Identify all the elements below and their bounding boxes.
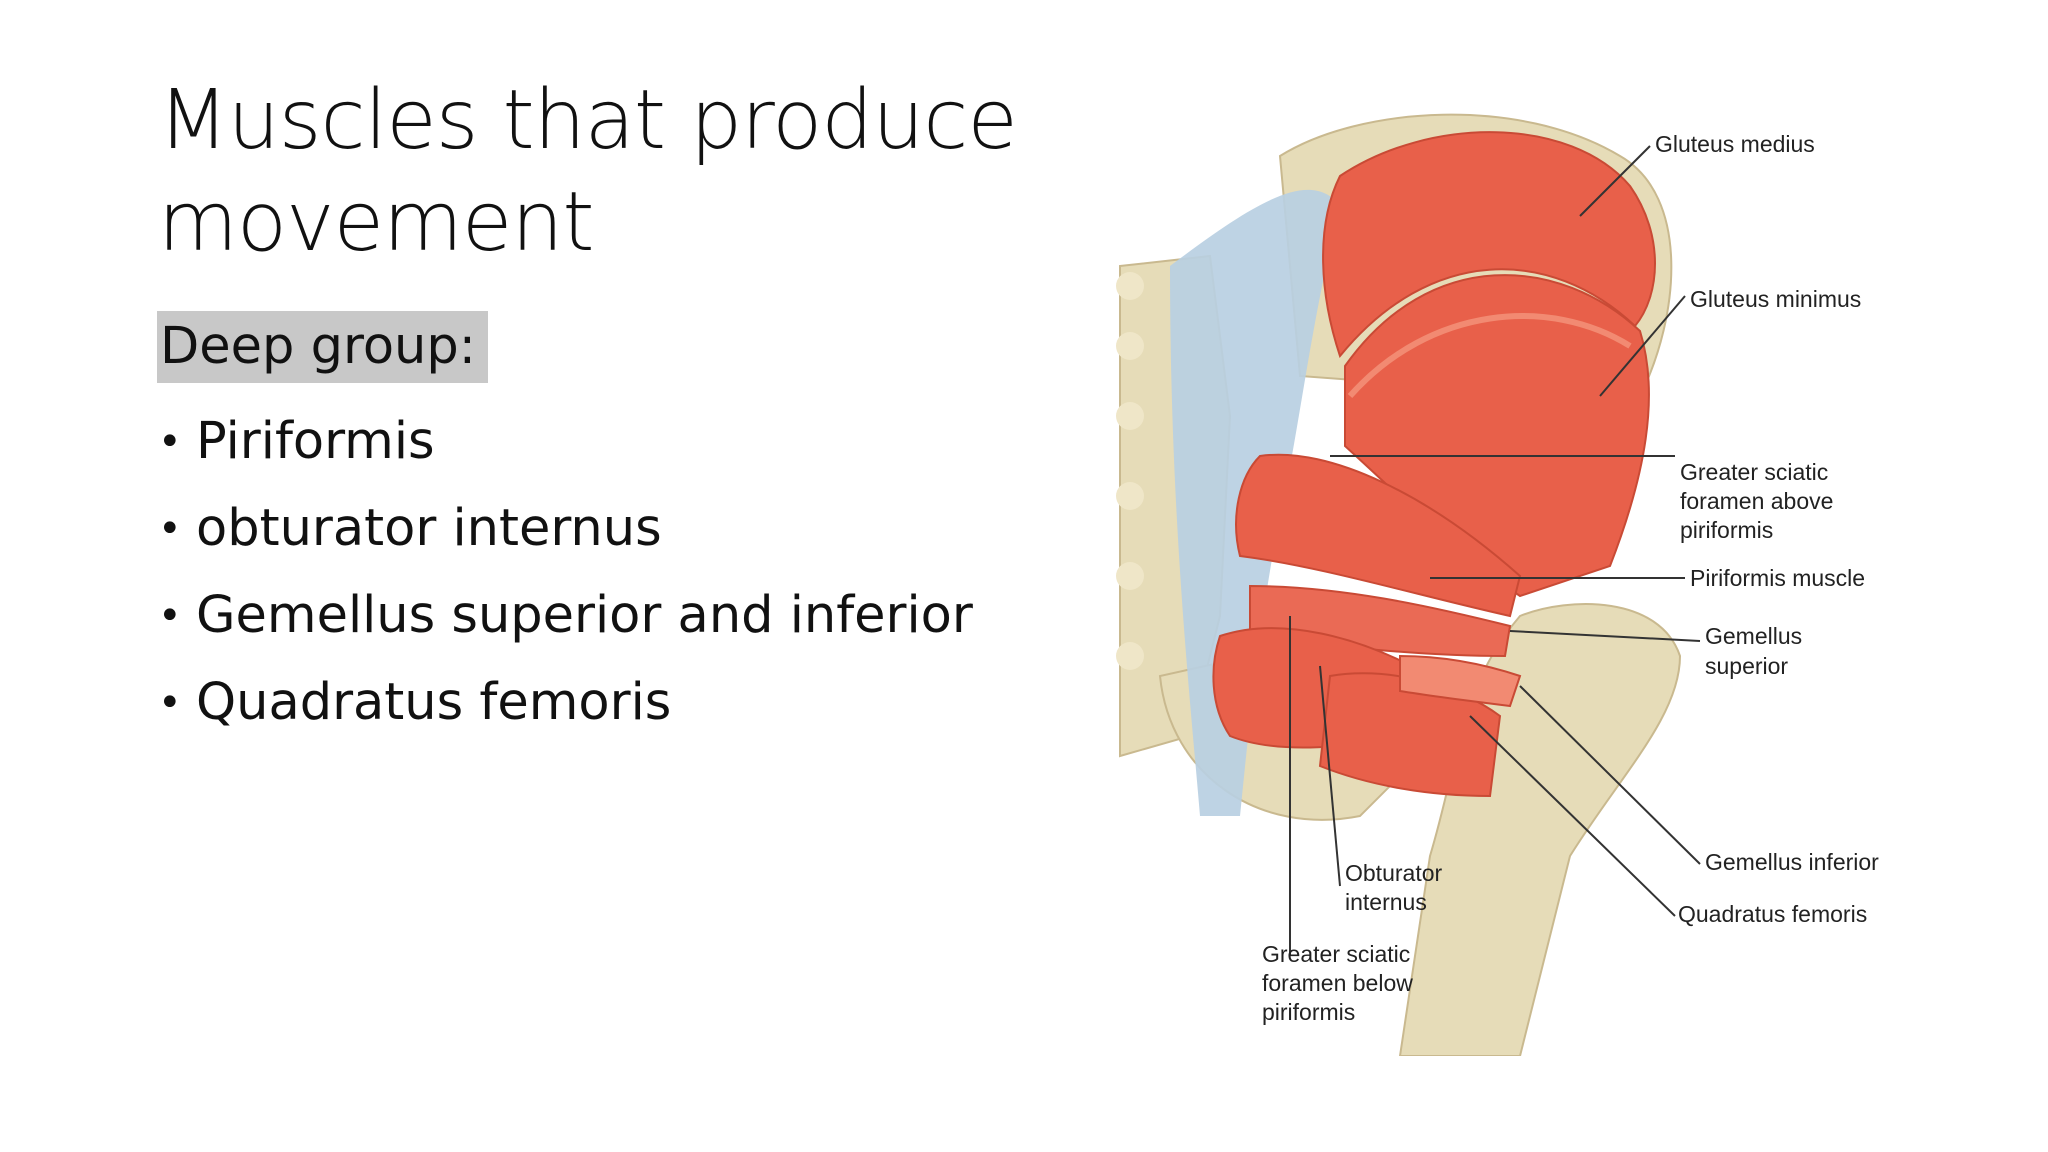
leader-gluteus-medius — [1579, 145, 1651, 217]
vertebra-knob — [1116, 482, 1144, 510]
slide-title: Muscles that produce movement — [158, 70, 1058, 274]
bullet-text: Gemellus superior and inferior — [196, 586, 973, 645]
bullet-dot-icon: • — [158, 418, 182, 465]
hip-anatomy-illustration: Gluteus medius Gluteus minimus Greater s… — [1100, 96, 1930, 1056]
leader-gemellus-inferior — [1519, 685, 1701, 865]
label-sciatic-below-1: Greater sciatic — [1262, 941, 1410, 967]
label-sciatic-above-1: Greater sciatic — [1680, 459, 1828, 485]
title-line-1: Muscles that produce — [158, 73, 1018, 168]
vertebra-knob — [1116, 642, 1144, 670]
gluteus-fiber-highlight — [1347, 313, 1632, 398]
label-gluteus-medius: Gluteus medius — [1655, 131, 1815, 157]
bullet-item: • Piriformis — [158, 398, 973, 485]
label-obturator-2: internus — [1345, 889, 1427, 915]
label-obturator-1: Obturator — [1345, 860, 1442, 886]
label-sciatic-below-3: piriformis — [1262, 999, 1355, 1025]
gemellus-inferior-muscle — [1399, 654, 1522, 708]
leader-gluteus-minimus — [1599, 295, 1686, 397]
subheading-deep-group: Deep group: — [157, 311, 488, 383]
leader-gemellus-superior — [1509, 630, 1701, 642]
label-sciatic-below-2: foramen below — [1262, 970, 1413, 996]
leader-lines — [1289, 145, 1701, 956]
label-gemellus-superior-2: superior — [1705, 653, 1788, 679]
leader-quadratus-femoris — [1469, 715, 1676, 917]
label-piriformis-muscle: Piriformis muscle — [1690, 565, 1865, 591]
label-sciatic-above-2: foramen above — [1680, 488, 1833, 514]
vertebra-knob — [1116, 562, 1144, 590]
bullet-item: • Gemellus superior and inferior — [158, 572, 973, 659]
bullet-dot-icon: • — [158, 679, 182, 726]
label-gemellus-inferior: Gemellus inferior — [1705, 849, 1879, 875]
bullet-dot-icon: • — [158, 592, 182, 639]
bullet-text: Piriformis — [196, 412, 435, 471]
quadratus-femoris-muscle — [1318, 672, 1502, 798]
bullet-item: • Quadratus femoris — [158, 659, 973, 746]
bullet-text: obturator internus — [196, 499, 662, 558]
vertebra-knob — [1116, 332, 1144, 360]
piriformis-muscle — [1235, 453, 1522, 618]
title-line-2: movement — [158, 175, 594, 270]
hip-muscles-svg: Gluteus medius Gluteus minimus Greater s… — [1116, 113, 1879, 1056]
label-quadratus-femoris: Quadratus femoris — [1678, 901, 1867, 927]
label-gemellus-superior-1: Gemellus — [1705, 623, 1802, 649]
bullet-text: Quadratus femoris — [196, 673, 672, 732]
vertebra-knob — [1116, 402, 1144, 430]
vertebra-knob — [1116, 272, 1144, 300]
bullet-list: • Piriformis • obturator internus • Gemellu… — [158, 398, 973, 746]
leader-obturator — [1319, 665, 1341, 887]
bullet-item: • obturator internus — [158, 485, 973, 572]
label-gluteus-minimus: Gluteus minimus — [1690, 286, 1861, 312]
bullet-dot-icon: • — [158, 505, 182, 552]
label-sciatic-above-3: piriformis — [1680, 517, 1773, 543]
